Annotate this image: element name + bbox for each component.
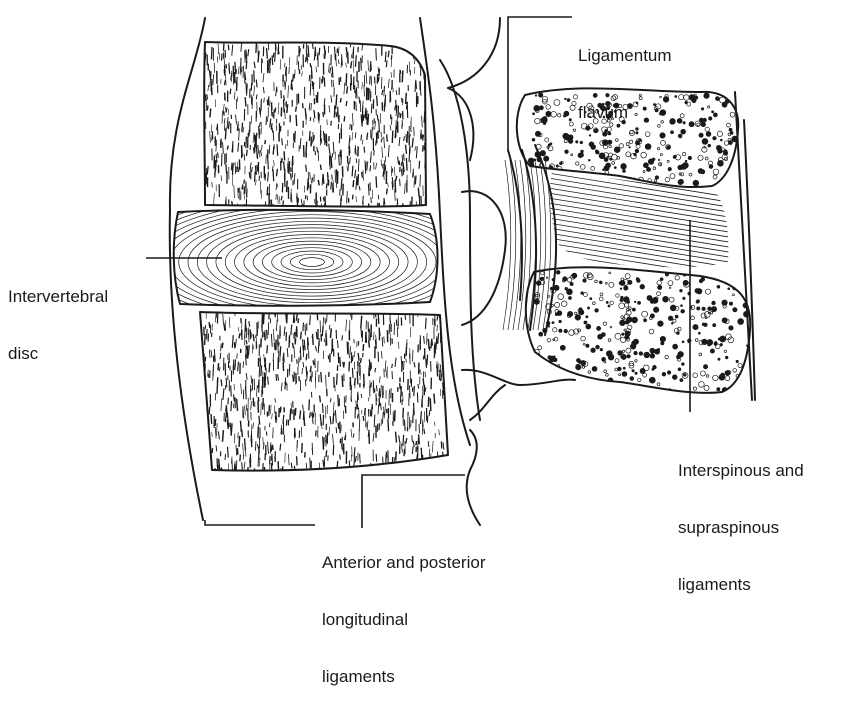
spine-ligament-diagram: Ligamentum flavum Intervertebral disc In… [0,0,848,576]
label-anterior-posterior-longitudinal: Anterior and posterior longitudinal liga… [322,515,485,724]
label-longitudinal-line3: ligaments [322,667,485,686]
trabecular-texture [200,310,450,483]
label-intervertebral-disc-line1: Intervertebral [8,287,108,306]
label-ligamentum-flavum-line2: flavum [578,103,672,122]
label-interspinous-line2: supraspinous [678,518,804,537]
label-intervertebral-disc: Intervertebral disc [8,249,108,401]
label-ligamentum-flavum: Ligamentum flavum [578,8,672,160]
label-interspinous-line1: Interspinous and [678,461,804,480]
label-interspinous-line3: ligaments [678,575,804,594]
spongy-bone-texture [533,270,750,394]
trabecular-texture [205,42,428,218]
label-ligamentum-flavum-line1: Ligamentum [578,46,672,65]
label-longitudinal-line1: Anterior and posterior [322,553,485,572]
flavum-fibres [503,160,551,330]
label-intervertebral-disc-line2: disc [8,344,108,363]
leader-longitudinal-left [205,520,315,525]
ligament-fibres [548,168,735,303]
label-longitudinal-line2: longitudinal [322,610,485,629]
label-interspinous-supraspinous: Interspinous and supraspinous ligaments [678,423,804,632]
